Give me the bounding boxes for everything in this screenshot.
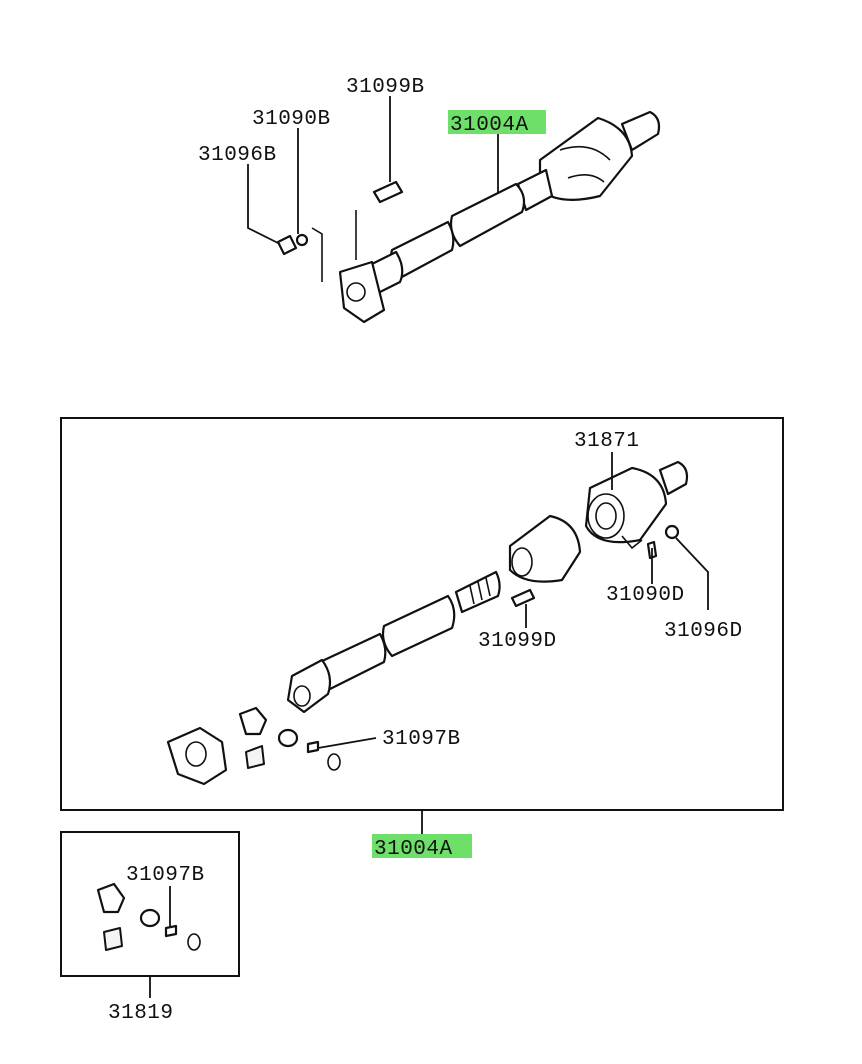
highlight-assembly <box>372 834 472 858</box>
label-top-shaft: 31004A <box>450 114 529 137</box>
label-assembly: 31004A <box>374 838 453 861</box>
exploded-propeller-shaft <box>166 460 689 786</box>
label-top-washer: 31090B <box>252 108 331 131</box>
label-mid-bolt: 31099D <box>478 630 557 653</box>
label-snap-ring: 31097B <box>382 728 461 751</box>
label-mid-nut: 31096D <box>664 620 743 643</box>
label-top-bolt: 31099B <box>346 76 425 99</box>
kit-frame <box>60 831 240 977</box>
top-propeller-shaft <box>276 110 661 324</box>
label-kit: 31819 <box>108 1002 174 1025</box>
label-spider-bearing: 31871 <box>574 430 640 453</box>
highlight-top-shaft <box>448 110 546 134</box>
repair-kit <box>96 882 201 951</box>
label-mid-washer: 31090D <box>606 584 685 607</box>
label-kit-snap-ring: 31097B <box>126 864 205 887</box>
label-top-nut: 31096B <box>198 144 277 167</box>
